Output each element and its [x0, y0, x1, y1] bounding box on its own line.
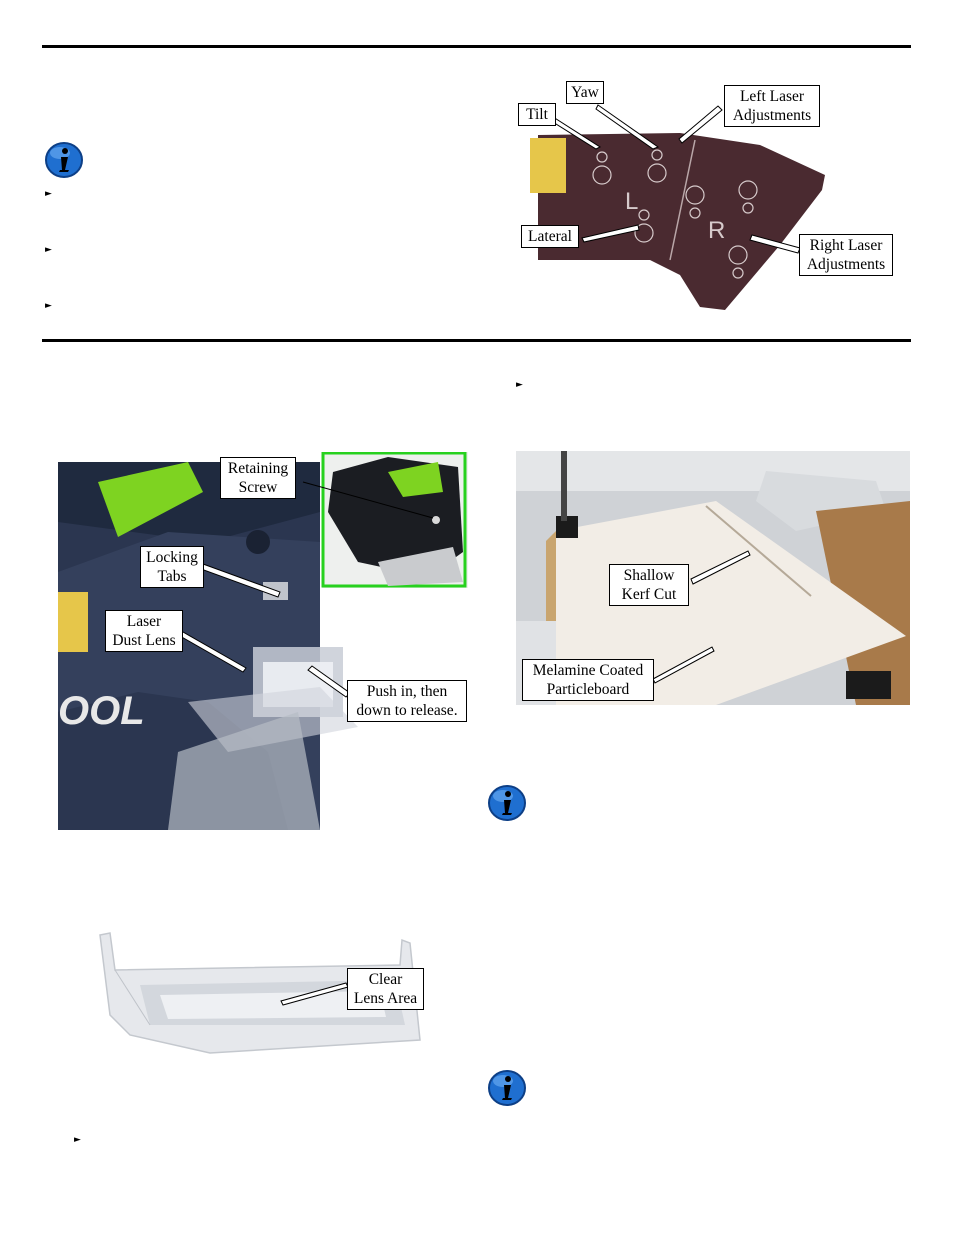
clear-lens-photo — [99, 932, 421, 1054]
bullet-icon: ► — [516, 380, 523, 390]
callout-lateral: Lateral — [521, 225, 579, 248]
bullet-icon: ► — [45, 301, 52, 311]
middle-rule — [42, 339, 911, 342]
callout-yaw: Yaw — [566, 81, 604, 104]
kerf-cut-photo — [516, 451, 910, 705]
bullet-icon: ► — [45, 245, 52, 255]
panel-letter-r: R — [708, 217, 725, 244]
callout-tilt: Tilt — [518, 103, 556, 126]
top-rule — [42, 45, 911, 48]
tool-brand-text: OOL — [58, 689, 145, 733]
bullet-icon: ► — [45, 189, 52, 199]
bullet-icon: ► — [74, 1135, 81, 1145]
info-icon — [45, 142, 83, 178]
laser-panel-figure: L R — [530, 104, 825, 310]
info-icon — [488, 1070, 526, 1106]
info-icon — [488, 785, 526, 821]
panel-letter-l: L — [625, 188, 638, 215]
dust-lens-photo: OOL — [58, 452, 468, 830]
